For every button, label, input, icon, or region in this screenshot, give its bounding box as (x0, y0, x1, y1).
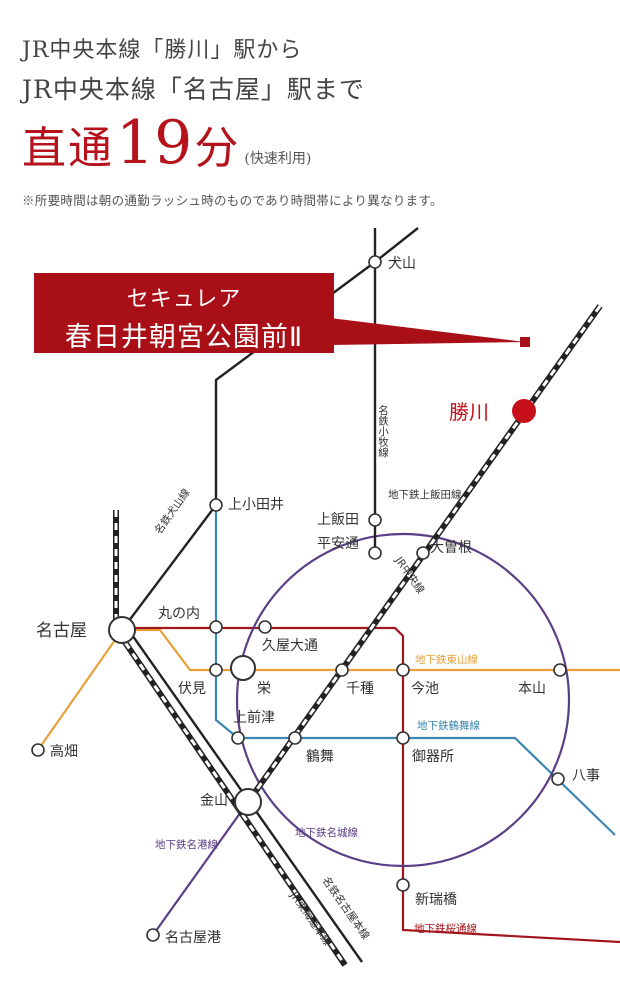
station-marunouchi (209, 620, 223, 634)
label-hisaya: 久屋大通 (262, 638, 318, 654)
direct-label: 直通 (22, 123, 114, 174)
travel-time: 直通 19 分 (快速利用) (22, 112, 311, 176)
label-nagoya: 名古屋 (36, 621, 87, 641)
label-tsurumai-line: 地下鉄鶴舞線 (417, 719, 480, 732)
station-kamiiida (368, 513, 382, 527)
station-yagoto (551, 772, 565, 786)
station-tsurumai (288, 731, 302, 745)
label-marunouchi: 丸の内 (158, 606, 200, 622)
station-heiandori (368, 546, 382, 560)
station-ozone (416, 546, 430, 560)
footnote: ※所要時間は朝の通勤ラッシュ時のものであり時間帯により異なります。 (22, 193, 443, 208)
label-tsurumai: 鶴舞 (306, 748, 334, 765)
station-inuyama (368, 255, 382, 269)
station-nagoyako (146, 928, 160, 942)
label-meitetsu-komaki: 名鉄小牧線 (377, 404, 389, 457)
meijo-line (235, 532, 571, 868)
higashiyama-line (37, 628, 620, 751)
sakuradori-line (122, 626, 620, 944)
label-sakae: 栄 (257, 681, 271, 697)
label-meiko: 地下鉄名港線 (155, 838, 218, 851)
inuyama-branch (374, 227, 419, 263)
station-gokiso (396, 731, 410, 745)
station-kachigawa (512, 399, 536, 423)
label-kamiotai: 上小田井 (228, 497, 284, 513)
station-hisaya (258, 620, 272, 634)
label-meijo: 地下鉄名城線 (295, 826, 358, 839)
label-jr-tokaido: JR東海道本線 (287, 888, 335, 948)
label-higashiyama: 地下鉄東山線 (415, 653, 478, 666)
minutes-value: 19 (116, 108, 193, 178)
route-from-text: JR中央本線「勝川」駅から (22, 38, 303, 63)
meiko-line (152, 801, 249, 936)
label-shinmizuhashi: 新瑞橋 (415, 892, 457, 908)
label-motoyama: 本山 (518, 681, 546, 697)
jr-tokaido-line (113, 510, 348, 967)
label-ozone: 大曽根 (430, 540, 472, 556)
label-kanayama: 金山 (200, 793, 228, 809)
label-gokiso: 御器所 (412, 749, 454, 765)
station-sakae (230, 655, 256, 681)
label-chikusa: 千種 (346, 681, 374, 697)
station-kanayama (234, 788, 262, 816)
station-kamiotai (209, 498, 223, 512)
label-kamiiida: 上飯田 (317, 511, 359, 528)
banner-pointer (330, 318, 525, 345)
property-banner: セキュレア 春日井朝宮公園前Ⅱ (34, 273, 334, 353)
label-kamimaezu: 上前津 (233, 709, 275, 726)
station-kamimaezu (231, 731, 245, 745)
label-heiandori: 平安通 (317, 536, 359, 552)
label-yagoto: 八事 (572, 768, 600, 784)
label-kachigawa: 勝川 (449, 400, 489, 424)
station-shinmizuhashi (396, 878, 410, 892)
station-nagoya (108, 616, 136, 644)
route-to-text: JR中央本線「名古屋」駅まで (22, 75, 365, 104)
station-imaike (396, 663, 410, 677)
station-motoyama (553, 663, 567, 677)
banner-line2: 春日井朝宮公園前Ⅱ (64, 322, 304, 353)
station-takabata (31, 743, 45, 757)
label-imaike: 今池 (411, 681, 439, 697)
label-nagoyako: 名古屋港 (165, 930, 221, 946)
label-takabata: 高畑 (50, 743, 78, 760)
label-meitetsu-inuyama: 名鉄犬山線 (152, 486, 193, 537)
minutes-unit: 分 (194, 123, 239, 174)
rapid-note: (快速利用) (244, 151, 312, 167)
label-fushimi: 伏見 (178, 681, 206, 697)
station-chikusa (335, 663, 349, 677)
site-marker (520, 337, 530, 347)
label-sakuradori: 地下鉄桜通線 (414, 922, 477, 935)
label-kamiiida-line: 地下鉄上飯田線 (388, 488, 462, 501)
label-inuyama: 犬山 (388, 256, 416, 272)
banner-line1: セキュレア (126, 287, 242, 312)
station-fushimi (209, 663, 223, 677)
